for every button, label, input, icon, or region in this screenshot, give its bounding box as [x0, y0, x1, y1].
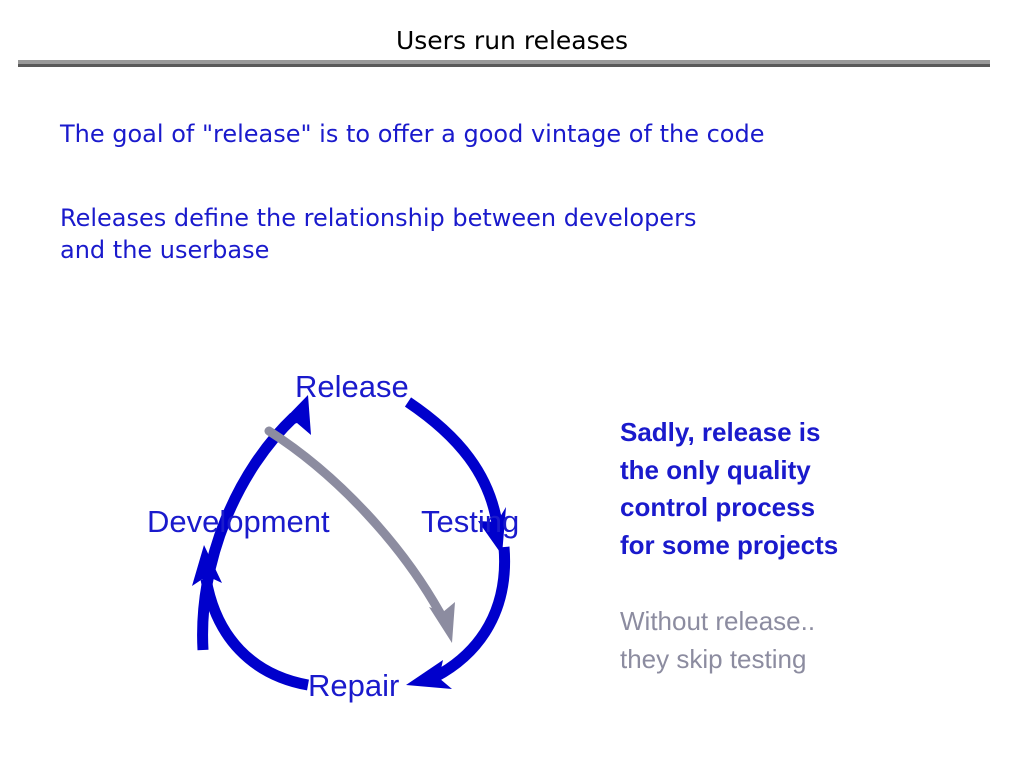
note-skip-testing: Without release.. they skip testing [620, 606, 816, 674]
arrow-testing-to-repair [406, 546, 511, 689]
note-quality-control: Sadly, release is the only quality contr… [620, 417, 839, 561]
cycle-node-development: Development [147, 504, 330, 539]
title-divider [18, 60, 990, 67]
cycle-arrows-svg [192, 395, 511, 691]
arrow-release-to-testing [404, 397, 506, 555]
divider-light-band [18, 60, 990, 64]
arrow-repair-to-development [192, 545, 310, 691]
release-cycle-diagram: Release Testing Repair Development [130, 355, 560, 725]
divider-dark-band [18, 64, 990, 67]
bullet-goal: The goal of "release" is to offer a good… [60, 120, 765, 148]
bullet-relationship: Releases define the relationship between… [60, 204, 697, 265]
cycle-node-repair: Repair [308, 668, 400, 703]
cycle-node-testing: Testing [421, 504, 520, 539]
cycle-node-release: Release [295, 369, 409, 404]
page-title: Users run releases [395, 26, 629, 55]
arrow-shortcut-skip-testing [264, 426, 455, 643]
